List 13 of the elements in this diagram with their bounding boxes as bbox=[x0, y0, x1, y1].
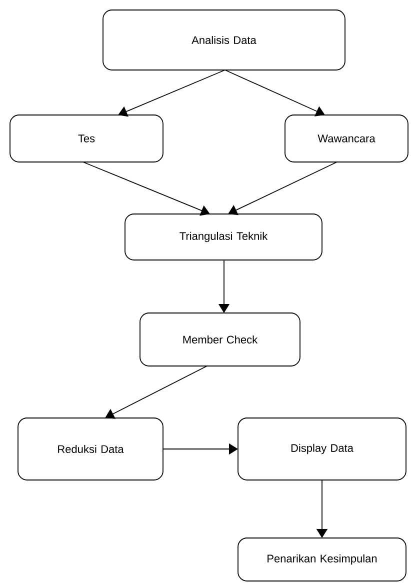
process-box: Member Check bbox=[140, 312, 300, 366]
arrow bbox=[105, 366, 208, 419]
process-box: Display Data bbox=[238, 418, 406, 480]
process-box: Tes bbox=[10, 114, 164, 162]
arrow bbox=[228, 162, 338, 216]
process-box: Analisis Data bbox=[102, 10, 346, 70]
process-box: Penarikan Kesimpulan bbox=[238, 538, 406, 582]
process-box: Triangulasi Teknik bbox=[124, 214, 322, 260]
process-box: Wawancara bbox=[284, 114, 408, 162]
process-box: Reduksi Data bbox=[18, 418, 164, 480]
arrow bbox=[118, 70, 226, 117]
arrow bbox=[224, 70, 325, 116]
arrow bbox=[82, 162, 210, 216]
